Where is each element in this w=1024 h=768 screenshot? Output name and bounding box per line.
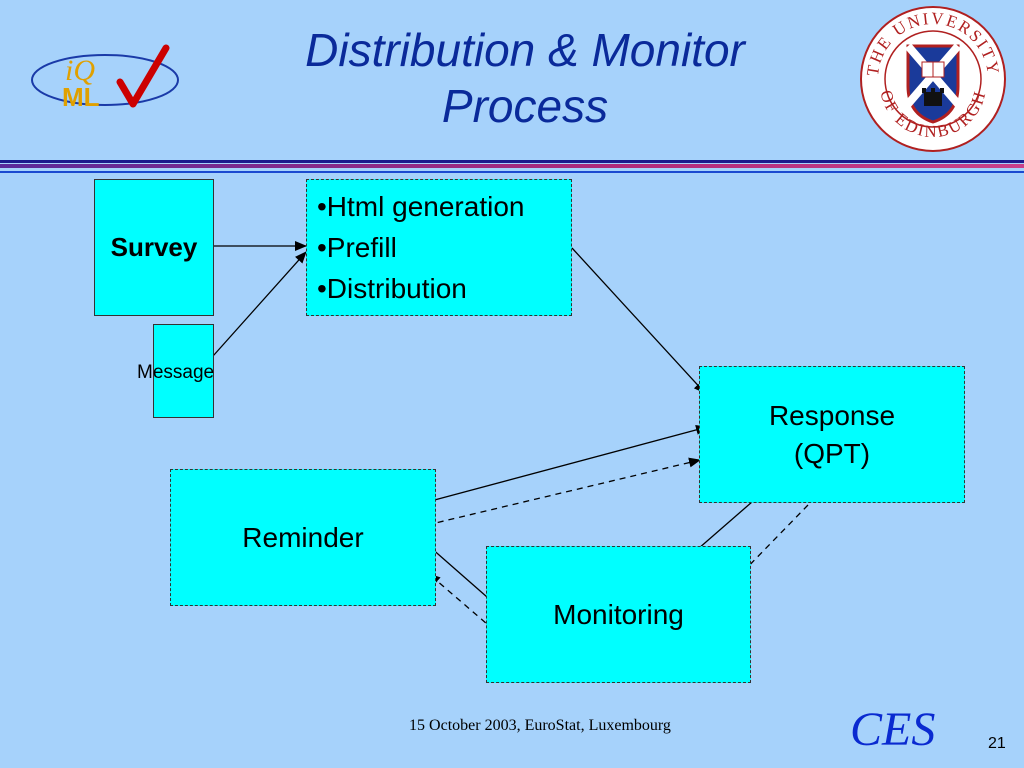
reminder-box: Reminder <box>170 469 436 606</box>
message-label: Message <box>137 362 215 383</box>
process-item-html-generation: •Html generation <box>317 191 525 222</box>
process-item-distribution: •Distribution <box>317 273 467 304</box>
response-sublabel: (QPT) <box>793 437 871 469</box>
iqml-logo: iQ ML <box>31 44 179 112</box>
survey-box: Survey <box>94 179 214 316</box>
arrow-monitoring-to-reminder-dashed <box>428 573 495 631</box>
arrow-process-to-response <box>571 247 706 394</box>
header-rule-navy <box>0 160 1024 163</box>
arrow-message-to-process <box>204 251 307 366</box>
slide-title-line1: Distribution & Monitor <box>305 24 745 76</box>
monitoring-box: Monitoring <box>486 546 751 683</box>
distribution-process-box: •Html generation •Prefill •Distribution <box>306 179 572 316</box>
arrow-reminder-to-response <box>426 425 708 503</box>
iqml-logo-text-bottom: ML <box>62 82 100 112</box>
monitoring-label: Monitoring <box>553 598 684 630</box>
iqml-logo-text-top: iQ <box>65 54 95 87</box>
arrow-response-to-monitoring-dashed <box>736 504 809 579</box>
reminder-label: Reminder <box>242 521 364 553</box>
crest-shield-icon <box>904 43 962 124</box>
response-box: Response (QPT) <box>699 366 965 503</box>
university-crest: THE UNIVERSITY OF EDINBURGH <box>860 6 1006 152</box>
header-rule-magenta <box>0 164 1024 168</box>
ces-brand: CES <box>850 703 936 756</box>
page-number: 21 <box>988 735 1006 752</box>
slide-title: Distribution & Monitor Process <box>230 22 820 134</box>
slide-title-line2: Process <box>441 80 609 132</box>
slide-footer: 15 October 2003, EuroStat, Luxembourg <box>409 717 671 734</box>
process-item-prefill: •Prefill <box>317 232 397 263</box>
message-box <box>153 324 214 418</box>
checkmark-icon <box>116 44 170 108</box>
arrow-reminder-to-response-dashed <box>426 457 701 526</box>
header-rule-blue <box>0 171 1024 173</box>
response-label: Response <box>768 399 896 431</box>
survey-label: Survey <box>110 232 198 262</box>
